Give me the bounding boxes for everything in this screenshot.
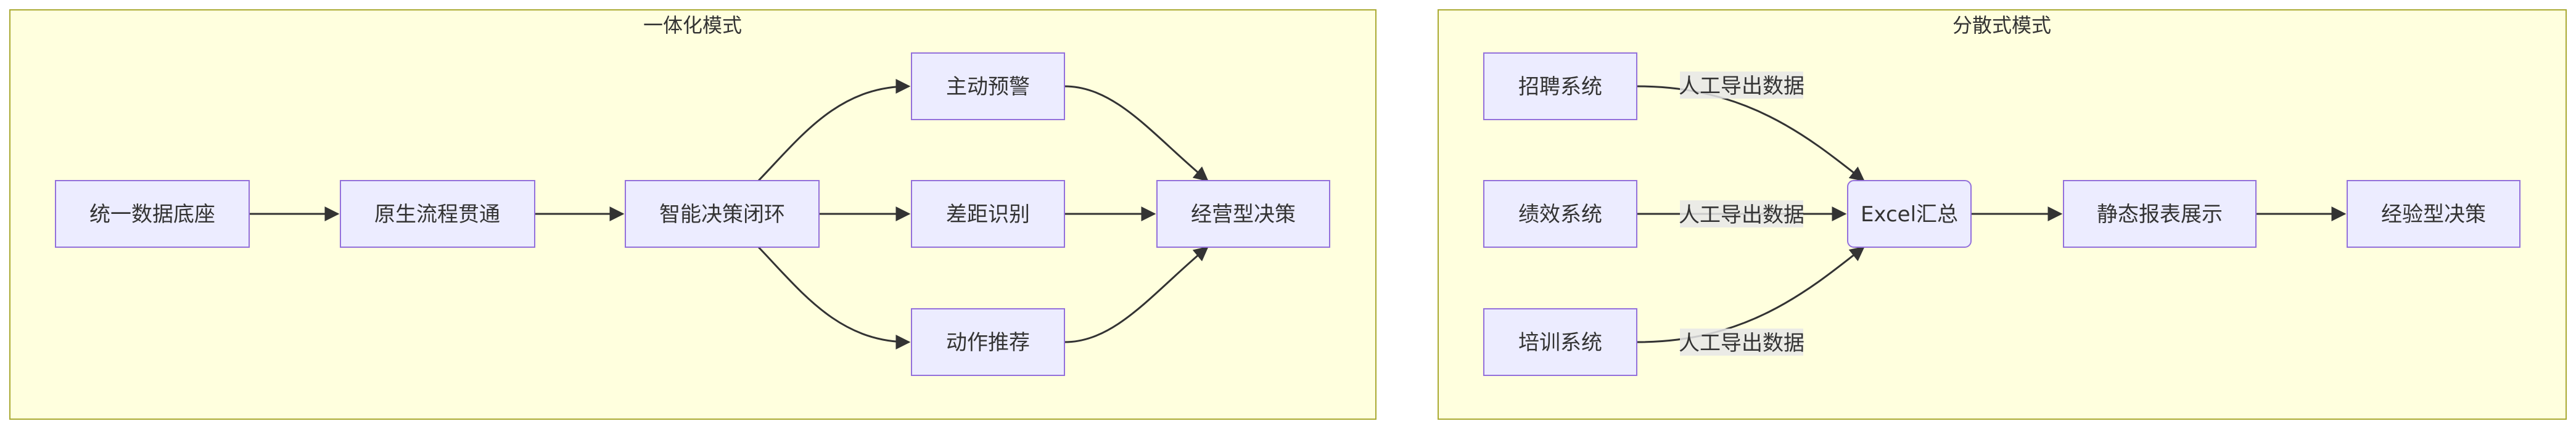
node-native-flow[interactable]: 原生流程贯通 <box>340 180 535 248</box>
node-static-report-label: 静态报表展示 <box>2097 202 2223 227</box>
edge-loop-to-alert <box>757 79 911 182</box>
node-recruit-system-label: 招聘系统 <box>1518 75 1602 99</box>
node-experience-decision[interactable]: 经验型决策 <box>2347 180 2520 248</box>
edge-loop-to-action <box>757 246 911 349</box>
node-operational-decision-label: 经营型决策 <box>1191 202 1296 227</box>
node-native-flow-label: 原生流程贯通 <box>374 202 500 227</box>
edge-recruit-to-excel <box>1637 85 1865 182</box>
node-training-system-label: 培训系统 <box>1518 330 1602 355</box>
node-gap-identify-label: 差距识别 <box>946 202 1030 227</box>
edges-integrated <box>249 79 1209 349</box>
node-gap-identify[interactable]: 差距识别 <box>911 180 1065 248</box>
cluster-distributed-title: 分散式模式 <box>1953 14 2051 37</box>
edge-action-to-decision <box>1064 246 1209 343</box>
edge-label-recruit-text: 人工导出数据 <box>1679 74 1804 99</box>
edge-label-training-text: 人工导出数据 <box>1679 331 1804 356</box>
edge-alert-to-decision <box>1064 85 1209 182</box>
edge-training-to-excel <box>1637 246 1865 343</box>
edge-label-training: 人工导出数据 <box>1679 329 1804 356</box>
node-static-report[interactable]: 静态报表展示 <box>2063 180 2257 248</box>
node-smart-loop-label: 智能决策闭环 <box>659 202 785 227</box>
node-operational-decision[interactable]: 经营型决策 <box>1156 180 1330 248</box>
node-excel-summary[interactable]: Excel汇总 <box>1847 180 1972 248</box>
node-data-base[interactable]: 统一数据底座 <box>55 180 250 248</box>
node-proactive-alert-label: 主动预警 <box>946 75 1030 99</box>
node-experience-decision-label: 经验型决策 <box>2381 202 2486 227</box>
node-proactive-alert[interactable]: 主动预警 <box>911 52 1065 120</box>
node-action-recommend-label: 动作推荐 <box>946 330 1030 355</box>
node-action-recommend[interactable]: 动作推荐 <box>911 308 1065 376</box>
node-smart-loop[interactable]: 智能决策闭环 <box>625 180 820 248</box>
node-training-system[interactable]: 培训系统 <box>1483 308 1637 376</box>
node-excel-summary-label: Excel汇总 <box>1861 202 1958 227</box>
node-performance-system-label: 绩效系统 <box>1518 202 1602 227</box>
edge-label-performance-text: 人工导出数据 <box>1679 203 1804 227</box>
node-performance-system[interactable]: 绩效系统 <box>1483 180 1637 248</box>
node-recruit-system[interactable]: 招聘系统 <box>1483 52 1637 120</box>
edge-label-recruit: 人工导出数据 <box>1679 72 1804 99</box>
node-data-base-label: 统一数据底座 <box>89 202 215 227</box>
edge-label-performance: 人工导出数据 <box>1679 200 1804 227</box>
cluster-integrated-title: 一体化模式 <box>643 14 742 37</box>
